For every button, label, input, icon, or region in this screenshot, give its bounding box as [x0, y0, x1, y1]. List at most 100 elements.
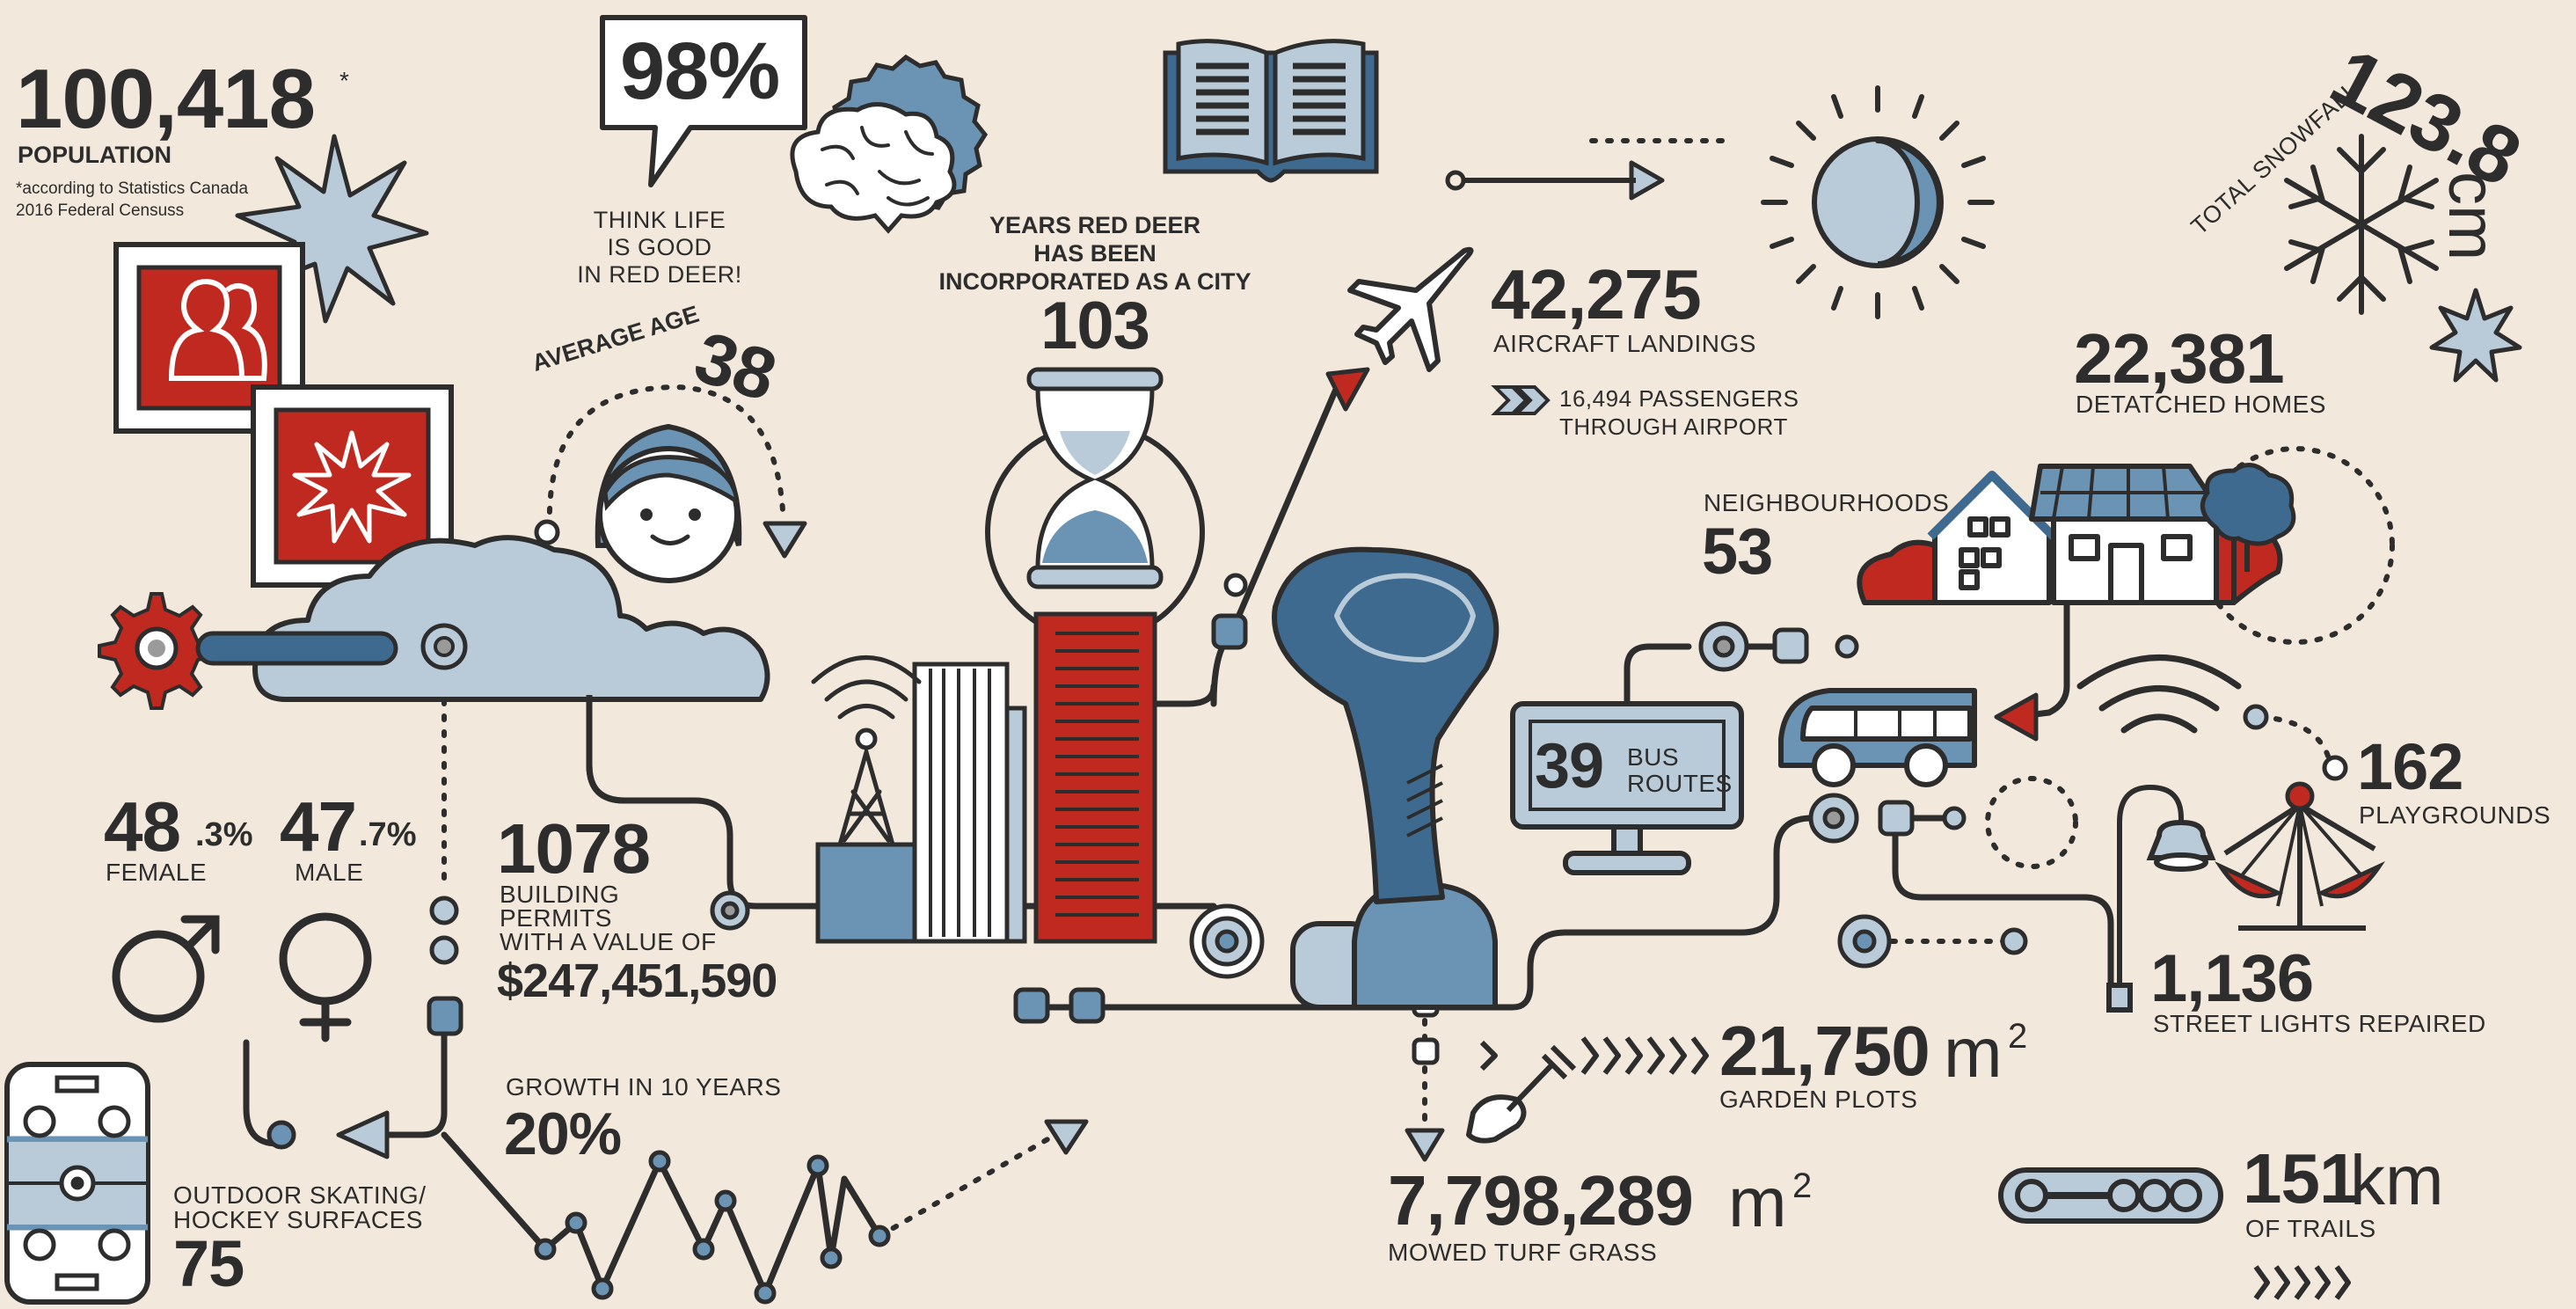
speech-bubble: [600, 15, 807, 187]
arrow-head: [1325, 367, 1370, 412]
arrow-head: [336, 1110, 390, 1159]
arrow-head: [1994, 692, 2039, 742]
permits-label-1: BUILDING: [500, 881, 620, 908]
pipe: [1624, 643, 1692, 707]
bus-routes-label-2: ROUTES: [1627, 770, 1733, 797]
neighbourhoods-value: 53: [1702, 515, 1773, 588]
happiness-label-2: IS GOOD: [607, 234, 712, 260]
playgrounds-label: PLAYGROUNDS: [2359, 801, 2551, 829]
pipe: [1144, 683, 1217, 707]
population-note-1: *according to Statistics Canada: [16, 179, 249, 198]
skating-label-1: OUTDOOR SKATING/: [173, 1181, 427, 1209]
female-value: 48: [104, 787, 181, 866]
female-label: FEMALE: [106, 859, 208, 886]
population-value: 100,418: [16, 52, 316, 146]
incorporated-value: 103: [1040, 289, 1150, 363]
sparkle-icon: [2429, 288, 2522, 383]
water-tower-icon: [1272, 546, 1500, 1010]
face-icon: [595, 423, 742, 583]
trails-label: OF TRAILS: [2245, 1215, 2376, 1242]
arrow-head: [1044, 1119, 1089, 1155]
turf-value: 7,798,289: [1388, 1161, 1694, 1240]
arrow-head: [1405, 1128, 1445, 1162]
monitor-icon: [1510, 701, 1744, 875]
wifi-icon: [2076, 654, 2242, 734]
hockey-rink-icon: [4, 1062, 150, 1305]
bus-routes-label-1: BUS: [1627, 743, 1680, 771]
happiness-value: 98%: [620, 26, 780, 116]
hourglass-icon: [985, 367, 1205, 642]
permits-label-3: WITH A VALUE OF: [500, 928, 717, 955]
arrow-head: [763, 521, 807, 559]
female-icon: [279, 912, 372, 1042]
radio-tower-icon: [811, 655, 922, 847]
incorporated-label-3: INCORPORATED AS A CITY: [938, 268, 1252, 295]
permits-amount: $247,451,590: [497, 954, 777, 1007]
node: [1211, 613, 1248, 650]
snowflake-icon: [2284, 134, 2439, 315]
dotted-arc: [546, 384, 785, 530]
pipe: [1892, 815, 2114, 989]
gear-icon: [98, 592, 215, 710]
playgrounds-value: 162: [2357, 730, 2463, 803]
airplane-icon: [1347, 246, 1474, 372]
dotted-link: [877, 1132, 1058, 1239]
skating-label-2: HOCKEY SURFACES: [173, 1206, 423, 1233]
trail-icon: [1998, 1167, 2223, 1224]
trails-unit: km: [2350, 1141, 2444, 1219]
arrow-head: [1629, 160, 1665, 201]
house-icon: [1857, 464, 2283, 605]
homes-label: DETATCHED HOMES: [2076, 391, 2326, 418]
population-label: POPULATION: [18, 142, 171, 168]
growth-label: GROWTH IN 10 YEARS: [506, 1073, 782, 1101]
male-decimal: .7%: [359, 816, 417, 853]
garden-unit: m: [1944, 1013, 2003, 1092]
dotted-arc: [2258, 714, 2333, 768]
male-value: 47: [280, 787, 357, 866]
trails-value: 151: [2243, 1139, 2358, 1218]
population-note-2: 2016 Federal Censuss: [16, 201, 185, 220]
pipe: [357, 1013, 448, 1138]
incorporated-label-1: YEARS RED DEER: [989, 212, 1201, 238]
tree-icon: [2200, 463, 2296, 572]
aircraft-value: 42,275: [1491, 255, 1702, 333]
population-asterisk: *: [339, 67, 349, 94]
passengers-line-2: THROUGH AIRPORT: [1559, 413, 1788, 440]
homes-value: 22,381: [2074, 319, 2285, 398]
permits-label-2: PERMITS: [500, 904, 612, 932]
garden-value: 21,750: [1719, 1012, 1930, 1090]
male-label: MALE: [295, 859, 364, 886]
sun-icon: [1761, 85, 1995, 319]
passengers-line-1: 16,494 PASSENGERS: [1559, 385, 1799, 412]
snowfall-unit: cm: [2434, 172, 2509, 261]
turf-unit: m: [1728, 1163, 1787, 1241]
bus-routes-value: 39: [1535, 731, 1604, 801]
garden-label: GARDEN PLOTS: [1719, 1086, 1918, 1113]
growth-value: 20%: [504, 1101, 622, 1167]
aircraft-label: AIRCRAFT LANDINGS: [1493, 330, 1756, 357]
turf-label: MOWED TURF GRASS: [1388, 1239, 1658, 1266]
brain-icon: [790, 54, 989, 234]
buildings-icon: [815, 611, 1157, 944]
dotted-ring: [1985, 776, 2078, 869]
male-icon: [112, 915, 220, 1023]
happiness-label-1: THINK LIFE: [593, 207, 726, 233]
female-decimal: .3%: [195, 816, 253, 853]
happiness-label-3: IN RED DEER!: [577, 261, 742, 288]
seesaw-icon: [2215, 781, 2385, 931]
book-icon: [1163, 39, 1379, 183]
turf-unit-sup: 2: [1792, 1166, 1813, 1205]
pipe: [1017, 815, 1833, 1011]
streetlights-label: STREET LIGHTS REPAIRED: [2153, 1010, 2486, 1037]
chevrons-icon: [1479, 1036, 2351, 1300]
permits-value: 1078: [497, 809, 651, 888]
shovel-icon: [1466, 1044, 1577, 1144]
neighbourhoods-label: NEIGHBOURHOODS: [1704, 489, 1950, 516]
streetlights-value: 1,136: [2150, 941, 2314, 1016]
bus-icon: [1778, 688, 1977, 787]
pipe: [2010, 595, 2070, 720]
skating-value: 75: [173, 1227, 244, 1300]
lamp-icon: [2106, 784, 2216, 1013]
garden-unit-sup: 2: [2008, 1017, 2028, 1056]
